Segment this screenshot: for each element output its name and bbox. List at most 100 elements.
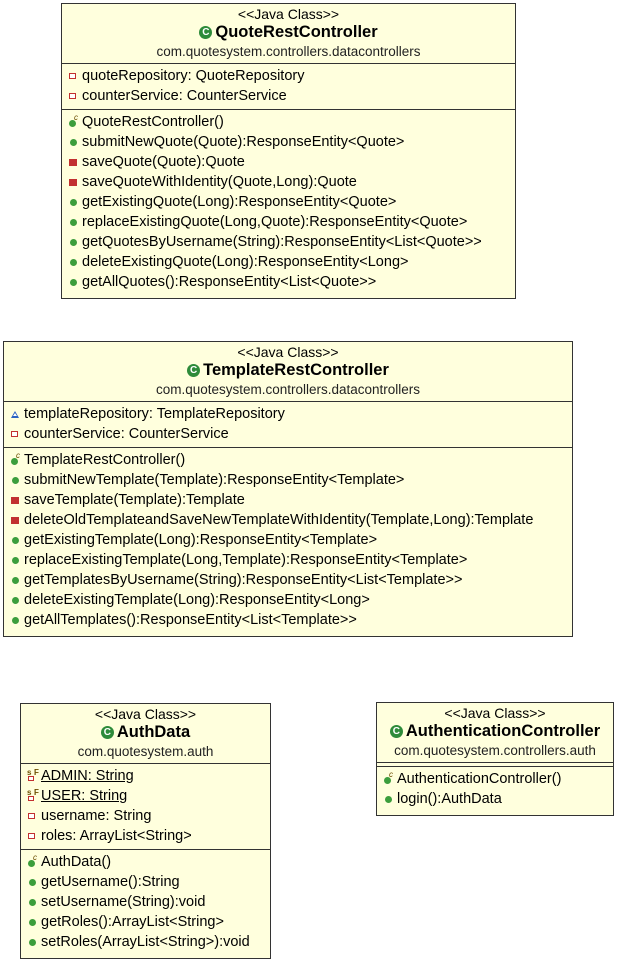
private-square-filled-icon bbox=[68, 177, 79, 188]
field-declaration: USER: String bbox=[41, 788, 128, 804]
method-signature: getAllTemplates():ResponseEntity<List<Te… bbox=[24, 612, 357, 628]
field-row[interactable]: counterService: CounterService bbox=[62, 86, 515, 106]
method-signature: saveTemplate(Template):Template bbox=[24, 492, 245, 508]
method-signature: setUsername(String):void bbox=[41, 894, 206, 910]
public-circle-icon bbox=[27, 937, 38, 948]
method-signature: submitNewQuote(Quote):ResponseEntity<Quo… bbox=[82, 134, 405, 150]
method-row[interactable]: getExistingTemplate(Long):ResponseEntity… bbox=[4, 530, 572, 550]
method-row[interactable]: getQuotesByUsername(String):ResponseEnti… bbox=[62, 232, 515, 252]
package-triangle-icon bbox=[10, 409, 21, 420]
public-circle-icon bbox=[68, 237, 79, 248]
field-row[interactable]: username: String bbox=[21, 806, 270, 826]
public-circle-icon bbox=[68, 277, 79, 288]
method-signature: getTemplatesByUsername(String):ResponseE… bbox=[24, 572, 463, 588]
method-row[interactable]: setRoles(ArrayList<String>):void bbox=[21, 932, 270, 952]
method-row[interactable]: login():AuthData bbox=[377, 789, 613, 809]
class-c-icon: C bbox=[199, 26, 213, 39]
stereotype: <<Java Class>> bbox=[237, 6, 340, 22]
method-row[interactable]: getRoles():ArrayList<String> bbox=[21, 912, 270, 932]
class-box-quoterestcontroller[interactable]: <<Java Class>> C QuoteRestController com… bbox=[61, 3, 516, 299]
method-row[interactable]: replaceExistingTemplate(Long,Template):R… bbox=[4, 550, 572, 570]
method-signature: AuthData() bbox=[41, 854, 112, 870]
package-name: com.quotesystem.controllers.datacontroll… bbox=[156, 44, 421, 59]
method-signature: getExistingQuote(Long):ResponseEntity<Qu… bbox=[82, 194, 397, 210]
method-row[interactable]: submitNewTemplate(Template):ResponseEnti… bbox=[4, 470, 572, 490]
class-box-authenticationcontroller[interactable]: <<Java Class>> C AuthenticationControlle… bbox=[376, 702, 614, 816]
field-declaration: roles: ArrayList<String> bbox=[41, 828, 192, 844]
method-row[interactable]: getExistingQuote(Long):ResponseEntity<Qu… bbox=[62, 192, 515, 212]
constructor-icon: c bbox=[68, 113, 79, 128]
field-row[interactable]: roles: ArrayList<String> bbox=[21, 826, 270, 846]
method-row[interactable]: deleteOldTemplateandSaveNewTemplateWithI… bbox=[4, 510, 572, 530]
field-declaration: counterService: CounterService bbox=[24, 426, 229, 442]
method-signature: getUsername():String bbox=[41, 874, 180, 890]
package-name: com.quotesystem.auth bbox=[77, 744, 214, 759]
method-row[interactable]: replaceExistingQuote(Long,Quote):Respons… bbox=[62, 212, 515, 232]
class-header: <<Java Class>> C AuthenticationControlle… bbox=[377, 703, 613, 762]
method-signature: getQuotesByUsername(String):ResponseEnti… bbox=[82, 234, 482, 250]
public-circle-icon bbox=[10, 535, 21, 546]
class-title: C AuthenticationController bbox=[381, 721, 609, 742]
method-row[interactable]: deleteExistingQuote(Long):ResponseEntity… bbox=[62, 252, 515, 272]
method-signature: deleteExistingQuote(Long):ResponseEntity… bbox=[82, 254, 409, 270]
method-signature: getAllQuotes():ResponseEntity<List<Quote… bbox=[82, 274, 377, 290]
stereotype: <<Java Class>> bbox=[237, 344, 339, 360]
method-row[interactable]: getUsername():String bbox=[21, 872, 270, 892]
method-row[interactable]: getAllTemplates():ResponseEntity<List<Te… bbox=[4, 610, 572, 630]
method-signature: saveQuoteWithIdentity(Quote,Long):Quote bbox=[82, 174, 357, 190]
class-c-icon: C bbox=[100, 726, 114, 739]
fields-compartment bbox=[377, 762, 613, 766]
public-circle-icon bbox=[68, 217, 79, 228]
public-circle-icon bbox=[10, 575, 21, 586]
public-circle-icon bbox=[10, 555, 21, 566]
method-signature: replaceExistingQuote(Long,Quote):Respons… bbox=[82, 214, 468, 230]
public-circle-icon bbox=[68, 257, 79, 268]
field-row[interactable]: templateRepository: TemplateRepository bbox=[4, 404, 572, 424]
field-declaration: username: String bbox=[41, 808, 152, 824]
field-row[interactable]: quoteRepository: QuoteRepository bbox=[62, 66, 515, 86]
class-box-templaterestcontroller[interactable]: <<Java Class>> C TemplateRestController … bbox=[3, 341, 573, 637]
class-name: AuthenticationController bbox=[405, 722, 601, 740]
method-row[interactable]: saveQuote(Quote):Quote bbox=[62, 152, 515, 172]
field-declaration: quoteRepository: QuoteRepository bbox=[82, 68, 305, 84]
method-row[interactable]: submitNewQuote(Quote):ResponseEntity<Quo… bbox=[62, 132, 515, 152]
public-circle-icon bbox=[27, 877, 38, 888]
constructor-icon: c bbox=[383, 770, 394, 785]
package-name: com.quotesystem.controllers.auth bbox=[394, 743, 596, 758]
public-circle-icon bbox=[10, 475, 21, 486]
public-circle-icon bbox=[10, 615, 21, 626]
field-declaration: templateRepository: TemplateRepository bbox=[24, 406, 285, 422]
method-signature: QuoteRestController() bbox=[82, 114, 224, 130]
class-c-icon: C bbox=[389, 725, 403, 738]
private-square-filled-icon bbox=[10, 495, 21, 506]
method-row[interactable]: deleteExistingTemplate(Long):ResponseEnt… bbox=[4, 590, 572, 610]
method-row[interactable]: getTemplatesByUsername(String):ResponseE… bbox=[4, 570, 572, 590]
method-signature: deleteExistingTemplate(Long):ResponseEnt… bbox=[24, 592, 370, 608]
method-signature: login():AuthData bbox=[397, 791, 502, 807]
class-box-authdata[interactable]: <<Java Class>> C AuthData com.quotesyste… bbox=[20, 703, 271, 959]
method-row[interactable]: getAllQuotes():ResponseEntity<List<Quote… bbox=[62, 272, 515, 292]
method-row[interactable]: setUsername(String):void bbox=[21, 892, 270, 912]
method-row[interactable]: saveQuoteWithIdentity(Quote,Long):Quote bbox=[62, 172, 515, 192]
method-row[interactable]: saveTemplate(Template):Template bbox=[4, 490, 572, 510]
public-circle-icon bbox=[383, 794, 394, 805]
fields-compartment: quoteRepository: QuoteRepository counterS… bbox=[62, 63, 515, 109]
package-name: com.quotesystem.controllers.datacontroll… bbox=[155, 382, 421, 397]
class-header: <<Java Class>> C QuoteRestController com… bbox=[62, 4, 515, 63]
class-name: TemplateRestController bbox=[203, 361, 389, 379]
class-header: <<Java Class>> C AuthData com.quotesyste… bbox=[21, 704, 270, 763]
field-declaration: counterService: CounterService bbox=[82, 88, 287, 104]
field-row[interactable]: counterService: CounterService bbox=[4, 424, 572, 444]
private-square-outline-icon bbox=[68, 71, 79, 82]
class-name: QuoteRestController bbox=[215, 23, 378, 41]
constructor-icon: c bbox=[27, 853, 38, 868]
method-signature: setRoles(ArrayList<String>):void bbox=[41, 934, 250, 950]
